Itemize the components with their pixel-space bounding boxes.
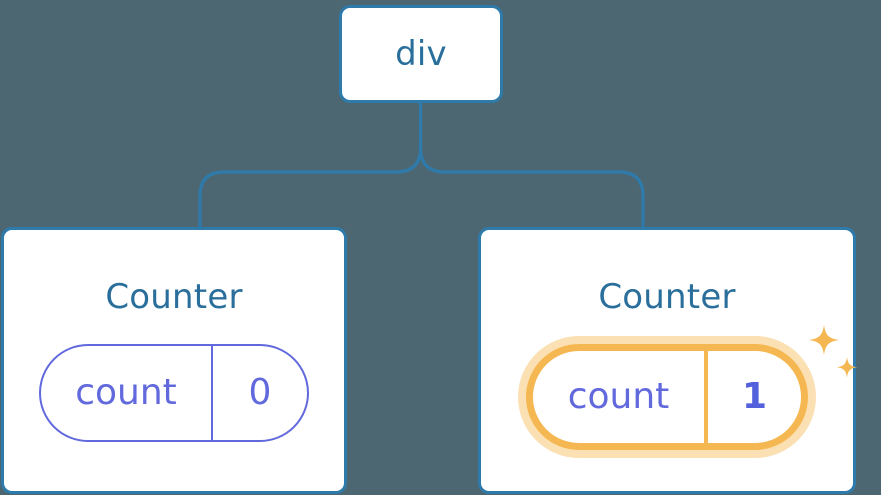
edge-div-to-counter-right (418, 101, 645, 229)
node-counter-right[interactable]: Counter count 1 (478, 227, 856, 494)
state-pill-left[interactable]: count 0 (39, 344, 309, 442)
state-pill-left-key-cell: count (41, 346, 213, 440)
state-pill-right-value-cell: 1 (708, 351, 801, 443)
state-pill-right-key-cell: count (533, 351, 708, 443)
state-pill-left-value: 0 (248, 372, 272, 413)
state-pill-right[interactable]: count 1 (526, 344, 808, 450)
node-root-div[interactable]: div (339, 5, 503, 103)
state-pill-left-value-cell: 0 (213, 346, 307, 440)
state-pill-left-key: count (75, 372, 177, 413)
edge-div-to-counter-left (198, 101, 423, 229)
state-pill-wrap-left: count 0 (39, 344, 309, 442)
node-counter-right-label: Counter (598, 277, 736, 317)
state-pill-right-key: count (567, 376, 670, 417)
node-root-label: div (395, 34, 447, 74)
node-counter-left[interactable]: Counter count 0 (1, 227, 347, 494)
node-counter-left-label: Counter (105, 277, 243, 317)
state-pill-wrap-right: count 1 (526, 344, 808, 450)
state-pill-right-value: 1 (741, 376, 768, 417)
